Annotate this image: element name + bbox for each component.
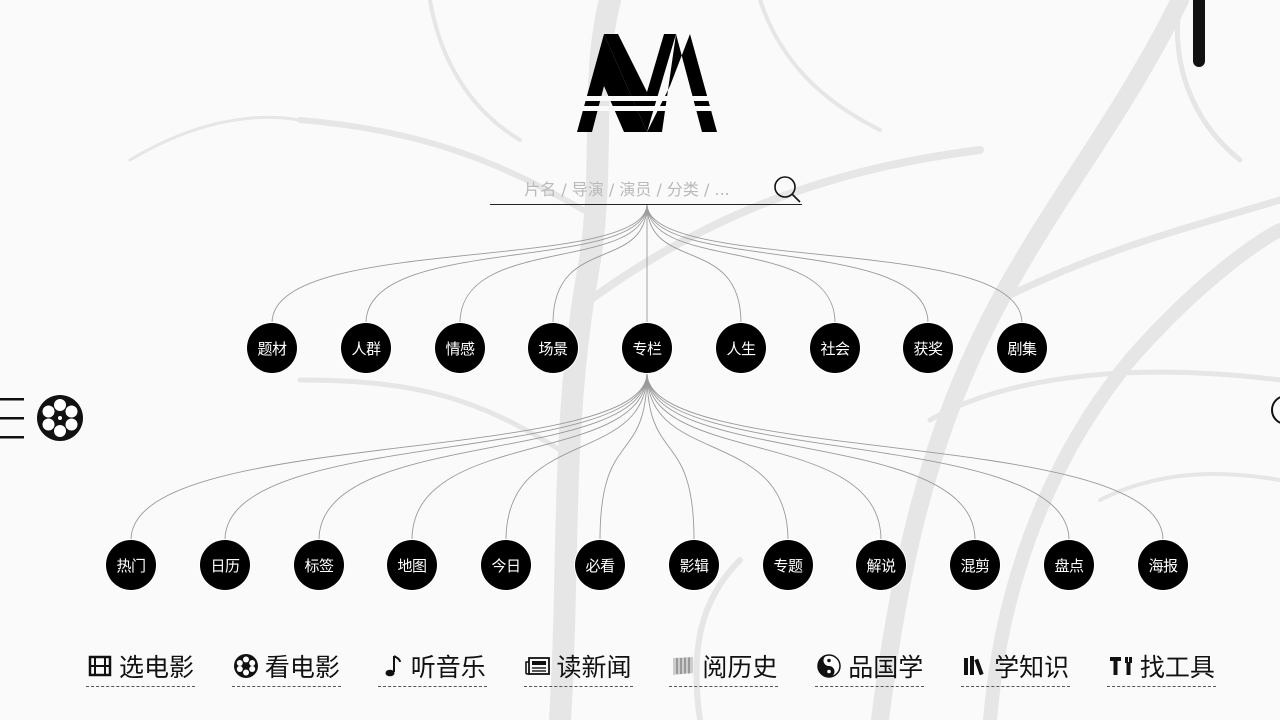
column-node-bikan[interactable]: 必看 xyxy=(575,540,625,590)
category-node-huojiang[interactable]: 获奖 xyxy=(903,323,953,373)
column-node-zhuanti[interactable]: 专题 xyxy=(763,540,813,590)
side-menu xyxy=(0,394,90,444)
yin-yang-icon xyxy=(817,654,841,678)
nav-item-pinguoxue[interactable]: 品国学 xyxy=(815,646,925,687)
nav-item-xuezhishi[interactable]: 学知识 xyxy=(961,646,1071,687)
category-node-shehui[interactable]: 社会 xyxy=(810,323,860,373)
bottom-nav: 选电影 看电影 听音乐 读新闻 阅历史 品国学 学知识 找工具 xyxy=(86,646,1216,690)
nav-item-zhaogongju[interactable]: 找工具 xyxy=(1106,646,1216,687)
column-node-pandian[interactable]: 盘点 xyxy=(1044,540,1094,590)
column-node-biaoqian[interactable]: 标签 xyxy=(294,540,344,590)
column-node-haibao[interactable]: 海报 xyxy=(1138,540,1188,590)
search-side-icon[interactable] xyxy=(1268,394,1280,430)
category-node-rensheng[interactable]: 人生 xyxy=(716,323,766,373)
search-icon[interactable] xyxy=(772,174,802,204)
column-node-jieshuo[interactable]: 解说 xyxy=(856,540,906,590)
newspaper-icon xyxy=(524,657,550,675)
scroll-icon xyxy=(673,657,694,675)
nav-item-xuandianying[interactable]: 选电影 xyxy=(86,646,196,687)
search-bar xyxy=(490,172,802,206)
nav-item-kandianying[interactable]: 看电影 xyxy=(231,646,341,687)
film-strip-icon xyxy=(88,655,112,677)
column-node-remen[interactable]: 热门 xyxy=(106,540,156,590)
books-icon xyxy=(964,656,984,676)
film-reel-icon xyxy=(233,654,258,678)
search-input[interactable] xyxy=(490,172,764,206)
column-node-jinri[interactable]: 今日 xyxy=(481,540,531,590)
category-node-renqun[interactable]: 人群 xyxy=(341,323,391,373)
column-node-ditu[interactable]: 地图 xyxy=(387,540,437,590)
music-note-icon xyxy=(385,655,401,677)
scroll-handle[interactable] xyxy=(1193,0,1205,67)
category-node-ticai[interactable]: 题材 xyxy=(247,323,297,373)
column-node-rili[interactable]: 日历 xyxy=(200,540,250,590)
nav-item-duxinwen[interactable]: 读新闻 xyxy=(523,646,633,687)
column-node-yingji[interactable]: 影辑 xyxy=(669,540,719,590)
film-reel-icon[interactable] xyxy=(36,394,84,442)
tools-icon xyxy=(1109,657,1132,675)
nav-item-yuelishi[interactable]: 阅历史 xyxy=(669,646,779,687)
category-node-juji[interactable]: 剧集 xyxy=(997,323,1047,373)
category-node-zhuanlan[interactable]: 专栏 xyxy=(622,323,672,373)
category-node-changjing[interactable]: 场景 xyxy=(528,323,578,373)
nav-item-tingyinyue[interactable]: 听音乐 xyxy=(377,646,487,687)
category-node-qinggan[interactable]: 情感 xyxy=(435,323,485,373)
column-node-hunjian[interactable]: 混剪 xyxy=(950,540,1000,590)
menu-icon[interactable] xyxy=(0,398,26,440)
logo xyxy=(574,34,720,132)
